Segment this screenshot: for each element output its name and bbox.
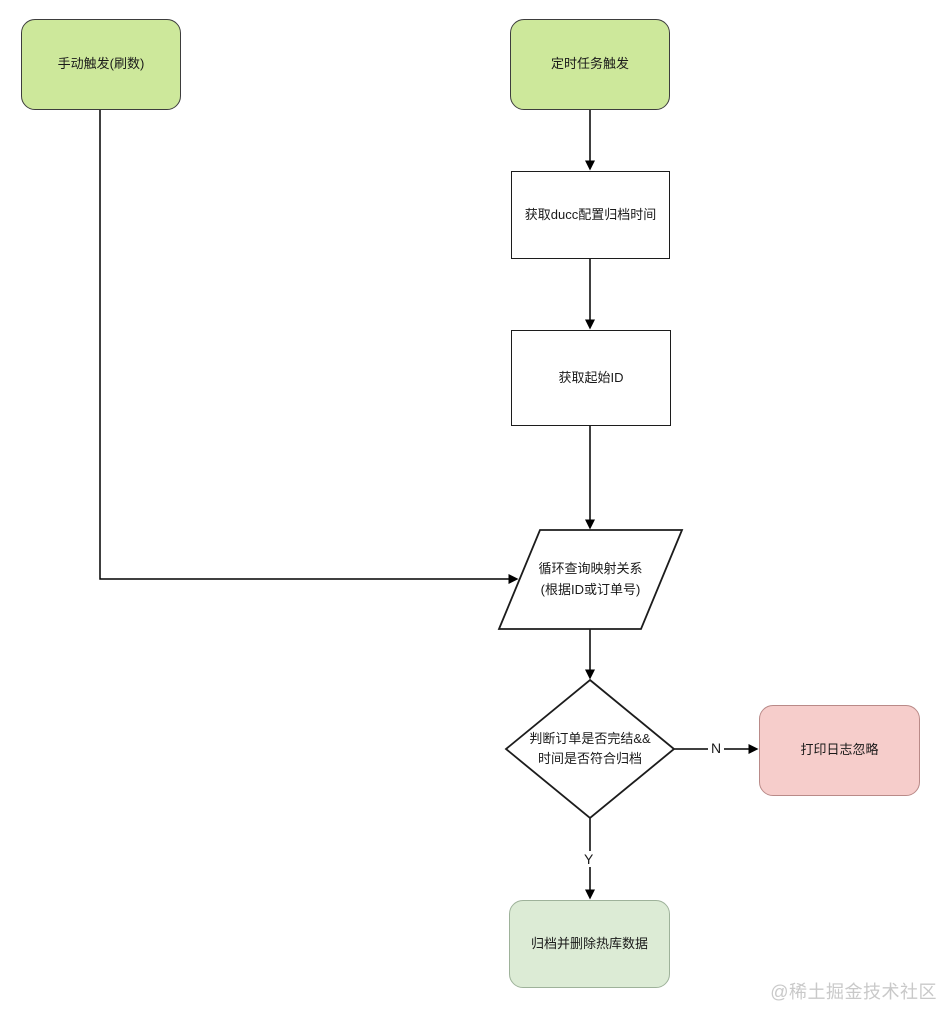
judge-order-line1: 判断订单是否完结&& (529, 730, 651, 746)
diamond-judge-order (504, 678, 676, 820)
edge-manual-to-loop (99, 110, 519, 584)
node-get-ducc-config-label: 获取ducc配置归档时间 (524, 206, 657, 222)
loop-query-line2: (根据ID或订单号) (540, 581, 641, 597)
node-print-log: 打印日志忽略 (759, 705, 920, 796)
node-archive-delete-label: 归档并删除热库数据 (530, 935, 648, 951)
edge-label-no: N (708, 740, 725, 756)
node-manual-trigger: 手动触发(刷数) (21, 19, 181, 110)
node-archive-delete: 归档并删除热库数据 (509, 900, 670, 988)
node-loop-query-label: 循环查询映射关系 (根据ID或订单号) (499, 530, 682, 629)
watermark: @稀土掘金技术社区 (770, 982, 937, 1002)
node-get-start-id: 获取起始ID (511, 330, 671, 426)
node-print-log-label: 打印日志忽略 (800, 742, 879, 758)
node-scheduled-trigger: 定时任务触发 (510, 19, 670, 110)
node-judge-order-label: 判断订单是否完结&& 时间是否符合归档 (506, 680, 674, 818)
node-get-ducc-config: 获取ducc配置归档时间 (511, 171, 670, 259)
node-get-start-id-label: 获取起始ID (558, 369, 624, 385)
loop-query-line1: 循环查询映射关系 (538, 561, 643, 577)
parallelogram-loop-query (497, 529, 684, 630)
edge-label-yes: Y (581, 851, 597, 867)
node-manual-trigger-label: 手动触发(刷数) (57, 56, 145, 72)
node-scheduled-trigger-label: 定时任务触发 (550, 56, 629, 72)
judge-order-line2: 时间是否符合归档 (537, 751, 642, 766)
